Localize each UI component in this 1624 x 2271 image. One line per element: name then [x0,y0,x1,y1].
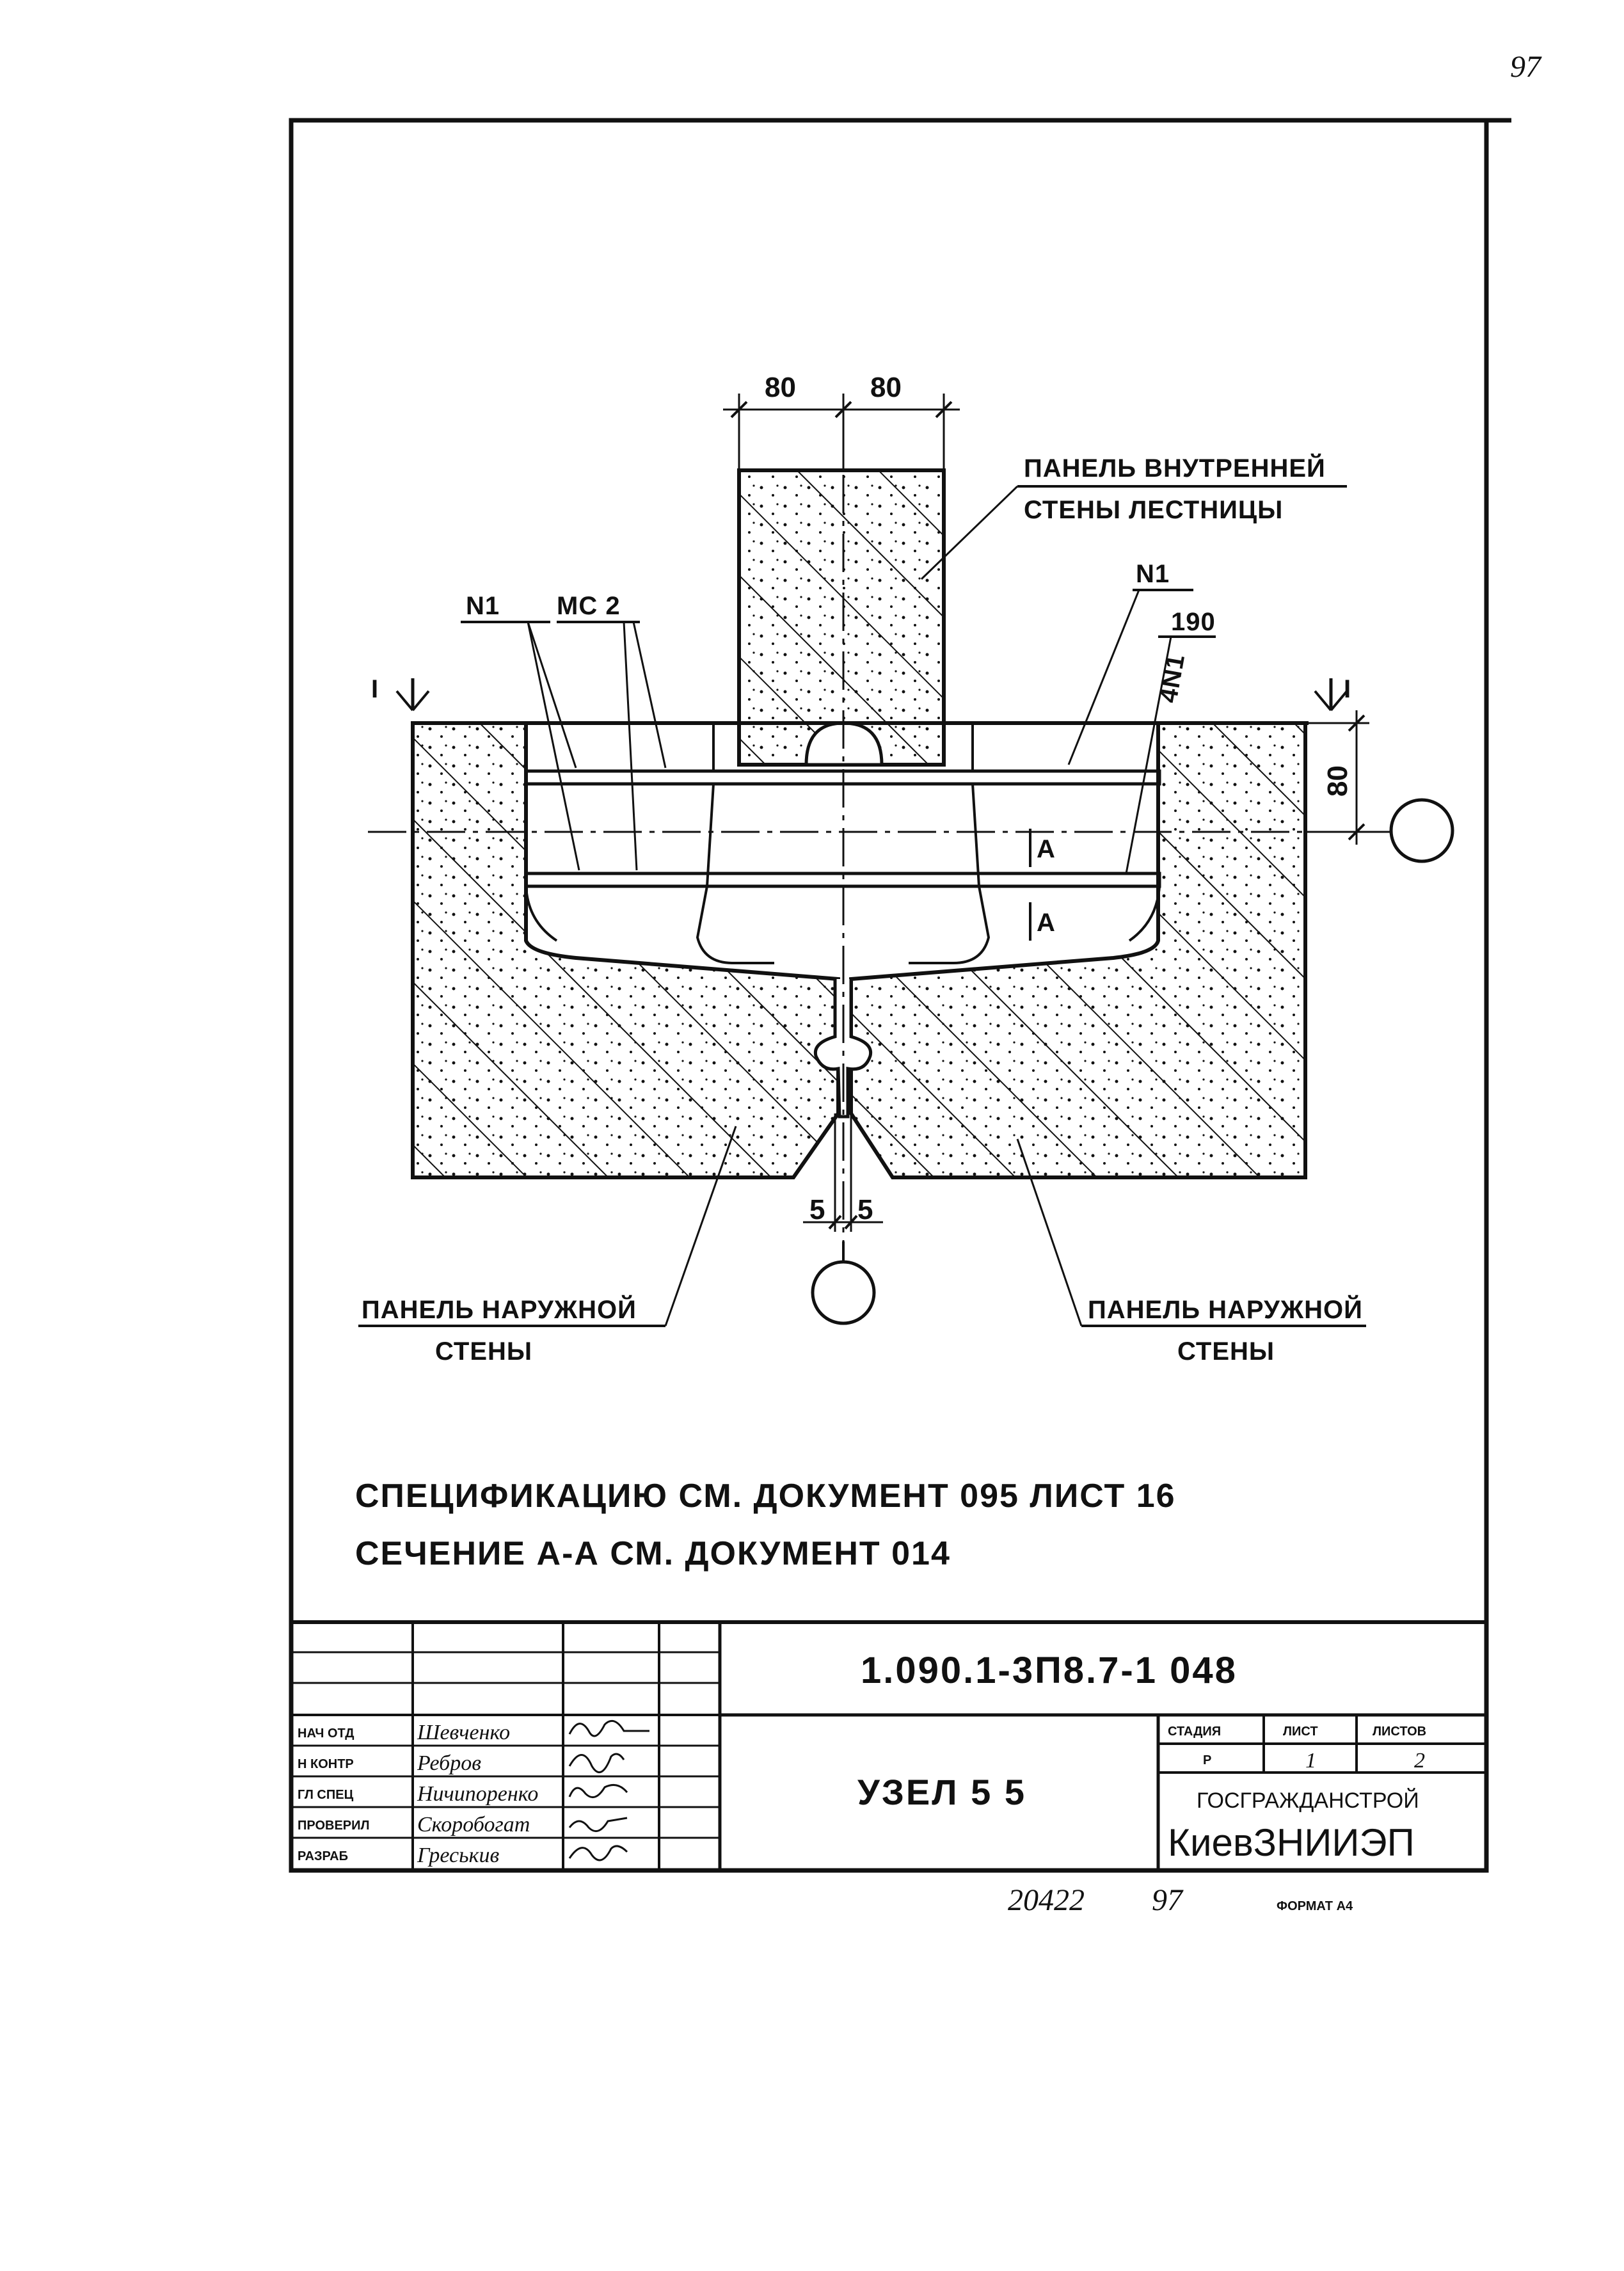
sheet-title: УЗЕЛ 5 5 [857,1772,1026,1812]
axis-marker-right [1389,798,1454,863]
label-outer-panel-right-line2: СТЕНЫ [1177,1337,1275,1366]
axis-marker-bottom [811,1260,876,1325]
sheet-value: 1 [1305,1749,1316,1773]
org-line1: ГОСГРАЖДАНСТРОЙ [1197,1789,1419,1813]
joint-detail-drawing: 80 80 80 5 5 I [358,372,1454,1366]
page-number: 97 [1510,50,1542,84]
note-specification: СПЕЦИФИКАЦИЮ СМ. ДОКУМЕНТ 095 ЛИСТ 16 [355,1478,1176,1515]
role-1: Н КОНТР [298,1757,354,1771]
dimension-bottom: 5 5 [803,1113,883,1232]
label-n1-left: N1 [466,592,500,620]
outer-panel-right [849,721,1307,1179]
dim-bottom-left: 5 [809,1194,825,1225]
leader-inner-panel: ПАНЕЛЬ ВНУТРЕННЕЙ СТЕНЫ ЛЕСТНИЦЫ [920,453,1347,580]
section-marker-right: I [1314,675,1351,712]
section-label-right: I [1344,675,1351,703]
name-3: Скоробогат [417,1813,530,1837]
leader-outer-panel-right: ПАНЕЛЬ НАРУЖНОЙ СТЕНЫ [1016,1138,1366,1366]
section-a-upper: A [1037,835,1056,863]
drawing-frame [289,118,1489,1873]
label-outer-panel-left-line1: ПАНЕЛЬ НАРУЖНОЙ [362,1295,637,1324]
inventory-sheet: 97 [1152,1883,1184,1917]
title-block: НАЧ ОТД Шевченко Н КОНТР Ребров ГЛ СПЕЦ … [291,1620,1486,1870]
inner-stair-wall-panel [737,468,946,767]
leader-n1-mc2: N1 МС 2 [461,592,667,871]
leader-n1-right: N1 190 4N1 [1067,560,1216,874]
outer-panel-left [411,721,840,1179]
label-190: 190 [1171,608,1216,636]
role-0: НАЧ ОТД [298,1726,354,1741]
dim-right: 80 [1322,765,1353,797]
dim-bottom-right: 5 [857,1194,873,1225]
label-outer-panel-right-line1: ПАНЕЛЬ НАРУЖНОЙ [1088,1295,1363,1324]
format-label: ФОРМАТ А4 [1277,1899,1353,1913]
role-2: ГЛ СПЕЦ [298,1788,354,1802]
section-a-lower: A [1037,909,1056,937]
dimension-right: 80 [1305,710,1369,845]
joint-gasket [813,979,873,1119]
dim-top-left: 80 [765,372,796,403]
leader-outer-panel-left: ПАНЕЛЬ НАРУЖНОЙ СТЕНЫ [358,1126,737,1366]
name-4: Греськив [417,1844,500,1867]
section-a-markers: A A [1029,829,1056,941]
label-n1-right: N1 [1136,560,1170,588]
label-inner-panel-line2: СТЕНЫ ЛЕСТНИЦЫ [1024,496,1283,524]
signatures [568,1719,649,1861]
label-4n1: 4N1 [1154,652,1191,705]
dim-top-right: 80 [870,372,902,403]
stage-value: Р [1203,1753,1211,1767]
name-1: Ребров [417,1751,481,1775]
name-2: Ничипоренко [417,1782,538,1806]
inventory-number: 20422 [1008,1883,1085,1917]
sheet-header: ЛИСТ [1283,1725,1318,1739]
section-label-left: I [371,675,379,703]
sheets-header: ЛИСТОВ [1373,1725,1426,1739]
sheets-value: 2 [1414,1749,1425,1773]
role-4: РАЗРАБ [298,1849,348,1863]
role-3: ПРОВЕРИЛ [298,1819,370,1833]
label-inner-panel-line1: ПАНЕЛЬ ВНУТРЕННЕЙ [1024,453,1326,482]
doc-code: 1.090.1-3П8.7-1 048 [861,1650,1238,1691]
org-line2: КиевЗНИИЭП [1168,1821,1415,1864]
dimension-top: 80 80 [723,372,960,470]
label-outer-panel-left-line2: СТЕНЫ [435,1337,532,1366]
stage-header: СТАДИЯ [1168,1725,1221,1739]
name-0: Шевченко [417,1721,510,1744]
label-mc2: МС 2 [557,592,621,620]
section-marker-left: I [371,675,430,712]
note-section: СЕЧЕНИЕ А-А СМ. ДОКУМЕНТ 014 [355,1535,951,1572]
